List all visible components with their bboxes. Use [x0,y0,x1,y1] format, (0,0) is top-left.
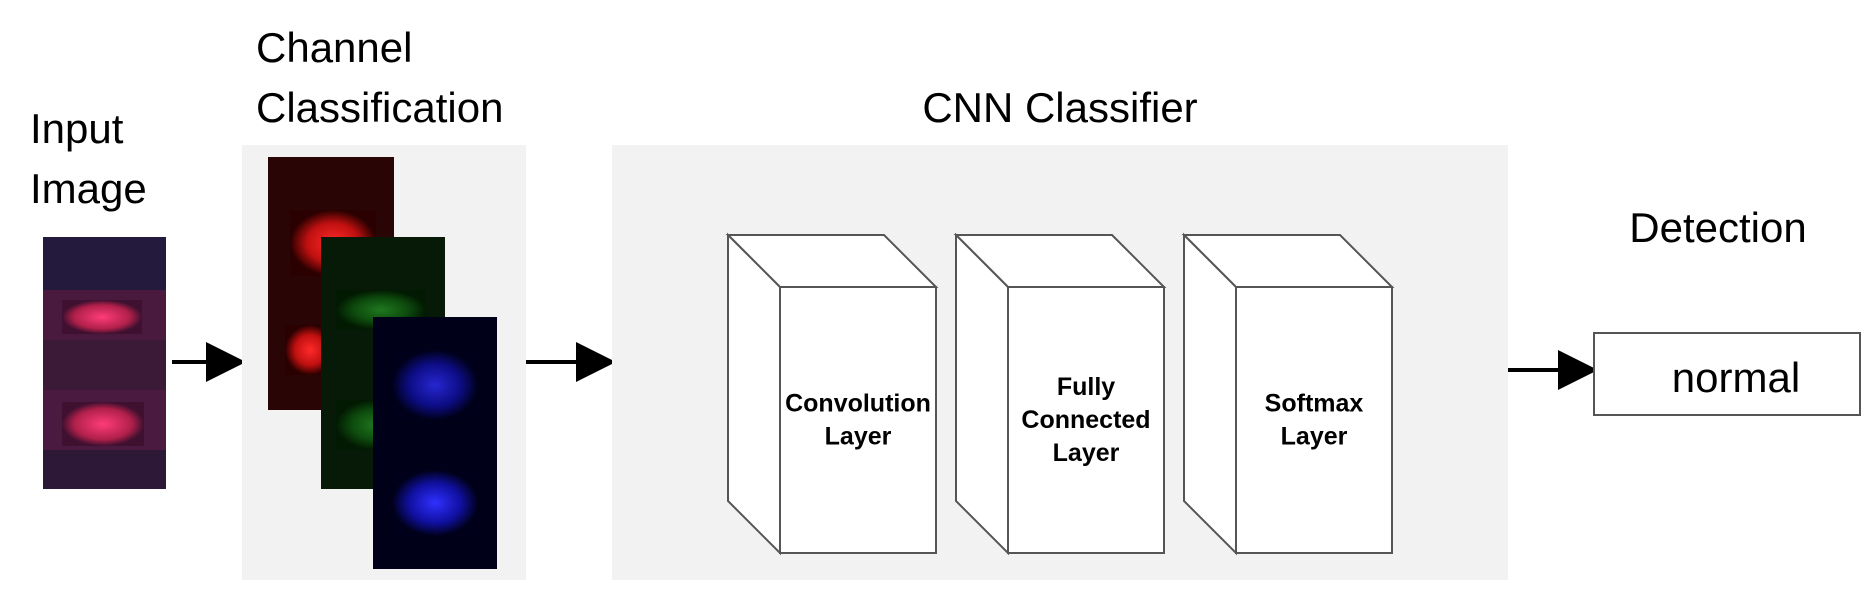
cnn-layers: ConvolutionLayerFullyConnectedLayerSoftm… [725,232,1395,556]
channel-label-line2: Classification [256,84,503,131]
layer-label-line: Convolution [785,390,931,418]
cnn-title: CNN Classifier [922,84,1197,131]
output-value: normal [1672,354,1800,401]
layer-label-line: Layer [825,423,892,451]
channel-label-line1: Channel [256,24,412,71]
layer-label-line: Layer [1053,439,1120,467]
input-label-line1: Input [30,105,124,152]
detection-label: Detection [1629,204,1806,251]
layer-label-line: Softmax [1265,390,1364,418]
blue-channel-image [373,317,497,569]
output-box [1593,332,1861,416]
input-label-line2: Image [30,165,147,212]
layer-label-line: Layer [1281,423,1348,451]
layer-label-line: Connected [1021,406,1150,434]
layer-label-line: Fully [1057,373,1115,401]
input-image [43,237,166,489]
